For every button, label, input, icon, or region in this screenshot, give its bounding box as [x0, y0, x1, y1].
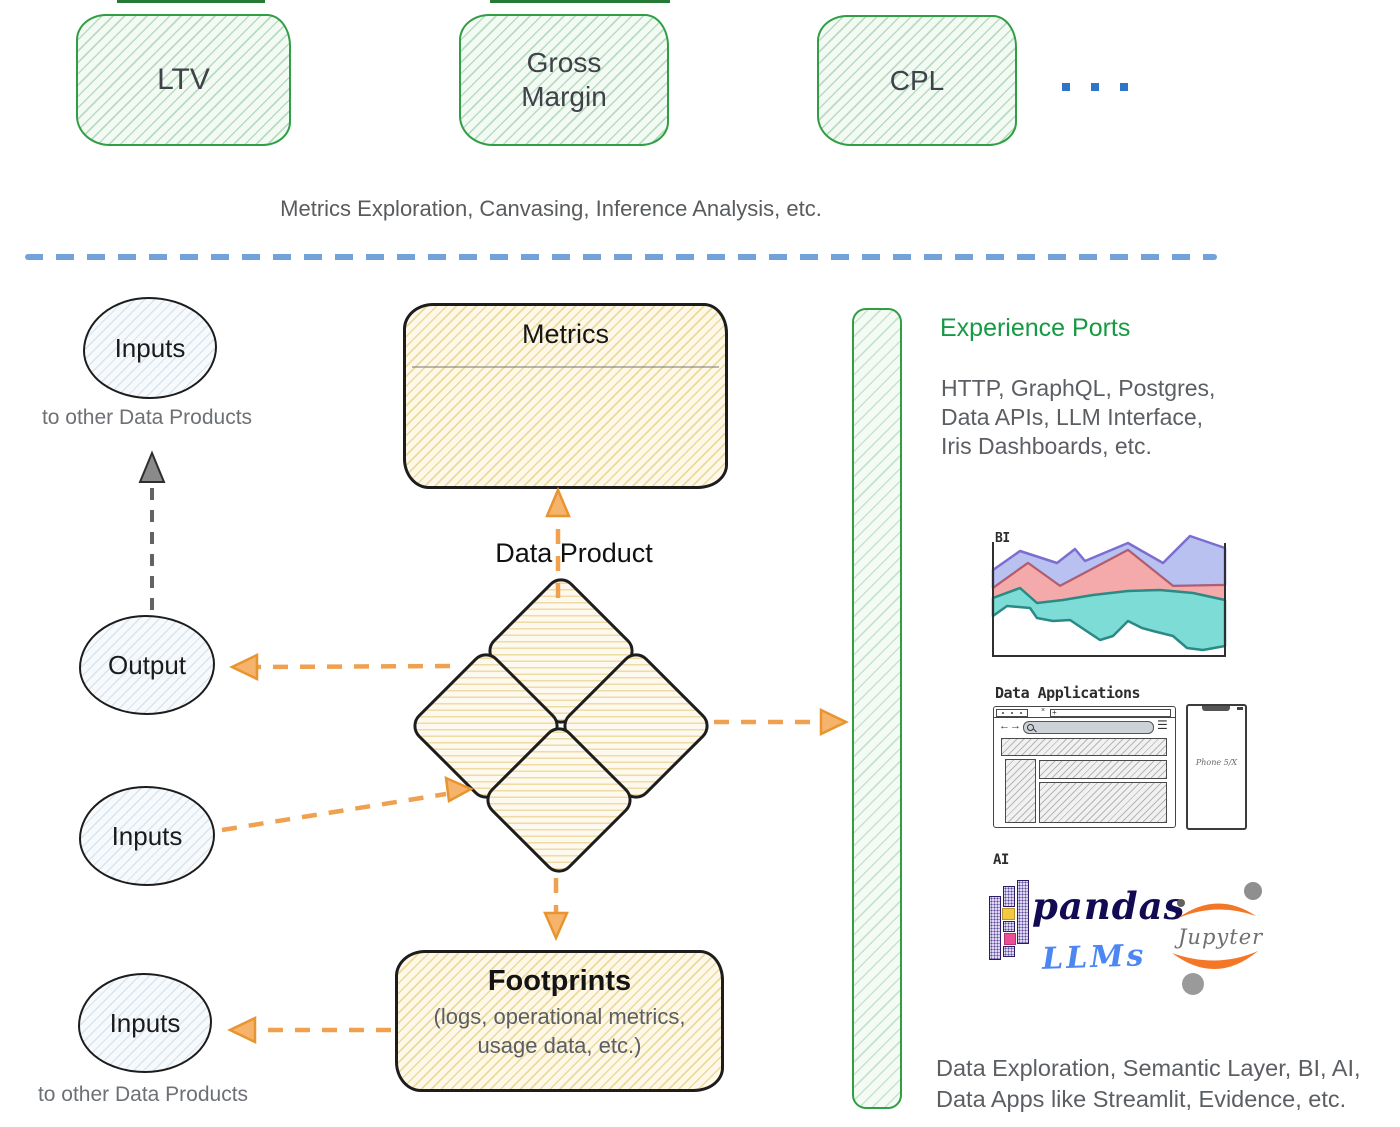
metric-box-ltv: LTV — [76, 14, 291, 146]
pandas-pink-square — [1004, 933, 1016, 945]
content-sidebar-block — [1005, 759, 1036, 823]
ellipse-inputs-bottom-label: Inputs — [109, 1007, 181, 1038]
ellipse-output: Output — [79, 615, 215, 715]
footprints-subtitle-line2: usage data, etc.) — [477, 1033, 642, 1058]
ellipse-output-label: Output — [107, 649, 187, 680]
metrics-box: Metrics — [403, 303, 728, 489]
cropped-shape-edge — [117, 0, 265, 3]
phone-mockup: Phone 5/X — [1186, 704, 1247, 830]
experience-ports-bar — [852, 308, 902, 1109]
jupyter-wordmark: Jupyter — [1178, 925, 1264, 949]
search-icon — [1027, 724, 1034, 731]
ellipsis-dot — [1120, 83, 1128, 91]
footprints-title: Footprints — [487, 965, 632, 997]
metric-box-cpl-label: CPL — [889, 64, 945, 96]
battery-icon — [1237, 707, 1243, 710]
ports-list: HTTP, GraphQL, Postgres, Data APIs, LLM … — [941, 374, 1215, 461]
bi-label: BI — [995, 531, 1010, 546]
browser-mockup: × + ← → ☰ — [993, 706, 1176, 828]
arrow-diamond-to-ports — [714, 708, 849, 736]
arrow-output-to-other-products — [138, 450, 166, 610]
section-divider — [25, 254, 1217, 260]
arrow-footprints-to-inputs — [227, 1016, 391, 1044]
top-caption: Metrics Exploration, Canvasing, Inferenc… — [280, 196, 822, 221]
ellipse-inputs-top: Inputs — [83, 297, 217, 399]
metrics-box-divider — [412, 366, 719, 368]
forward-icon: → — [1010, 720, 1021, 732]
content-bar-block — [1039, 760, 1167, 779]
data-applications-label: Data Applications — [995, 684, 1141, 702]
bottom-caption-line2: Data Apps like Streamlit, Evidence, etc. — [936, 1086, 1347, 1112]
pandas-wordmark: pandas — [1032, 884, 1186, 928]
pandas-logo-icon — [988, 876, 1034, 960]
llms-label: LLMs — [1041, 938, 1147, 977]
cropped-shape-edge — [490, 0, 670, 3]
ai-label: AI — [993, 852, 1009, 868]
metric-box-cpl: CPL — [817, 15, 1017, 146]
url-bar — [1023, 721, 1154, 734]
ellipse-inputs-bottom: Inputs — [78, 973, 212, 1073]
caption-to-other-data-products-bottom: to other Data Products — [37, 1083, 249, 1106]
ellipse-inputs-mid-label: Inputs — [111, 820, 183, 851]
ports-line-2: Data APIs, LLM Interface, — [941, 404, 1204, 430]
arrow-diamond-to-footprints — [543, 878, 569, 942]
jupyter-logo-icon — [1172, 882, 1262, 995]
ports-line-1: HTTP, GraphQL, Postgres, — [941, 375, 1216, 401]
phone-label: Phone 5/X — [1195, 758, 1238, 767]
ellipsis-dot — [1062, 83, 1070, 91]
browser-tab: + — [1050, 707, 1171, 717]
bi-stream-chart — [991, 534, 1227, 657]
ports-line-3: Iris Dashboards, etc. — [941, 433, 1152, 459]
metric-box-gross-margin-label: Gross Margin — [521, 47, 607, 112]
bi-area-teal — [991, 586, 1227, 652]
new-tab-icon: + — [1052, 707, 1057, 717]
ellipsis-dot — [1091, 83, 1099, 91]
data-product-label: Data Product — [495, 538, 653, 568]
arrow-inputs-to-diamond — [221, 775, 474, 833]
caption-to-other-data-products-top: to other Data Products — [41, 406, 253, 429]
content-main-block — [1039, 782, 1167, 823]
browser-titlebar: × + — [994, 707, 1175, 718]
ellipse-inputs-mid: Inputs — [79, 786, 215, 886]
arrow-diamond-to-output — [229, 653, 451, 681]
bottom-caption: Data Exploration, Semantic Layer, BI, AI… — [936, 1053, 1400, 1115]
window-controls-icon — [996, 708, 1028, 717]
menu-icon: ☰ — [1157, 718, 1168, 732]
experience-ports-title: Experience Ports — [940, 314, 1131, 342]
phone-notch — [1202, 706, 1230, 711]
metric-box-ltv-label: LTV — [157, 63, 210, 96]
tab-close-icon: × — [1041, 707, 1046, 714]
footprints-box: Footprints (logs, operational metrics, u… — [395, 950, 724, 1092]
footprints-subtitle-line1: (logs, operational metrics, — [433, 1004, 686, 1029]
pandas-yellow-square — [1002, 908, 1015, 920]
metric-box-gross-margin: Gross Margin — [459, 14, 669, 146]
bottom-caption-line1: Data Exploration, Semantic Layer, BI, AI… — [936, 1055, 1361, 1081]
back-icon: ← — [999, 720, 1010, 732]
ellipsis-icon — [1062, 83, 1132, 91]
metrics-box-title: Metrics — [522, 318, 609, 349]
ellipse-inputs-top-label: Inputs — [114, 332, 186, 363]
content-banner-block — [1001, 738, 1167, 756]
